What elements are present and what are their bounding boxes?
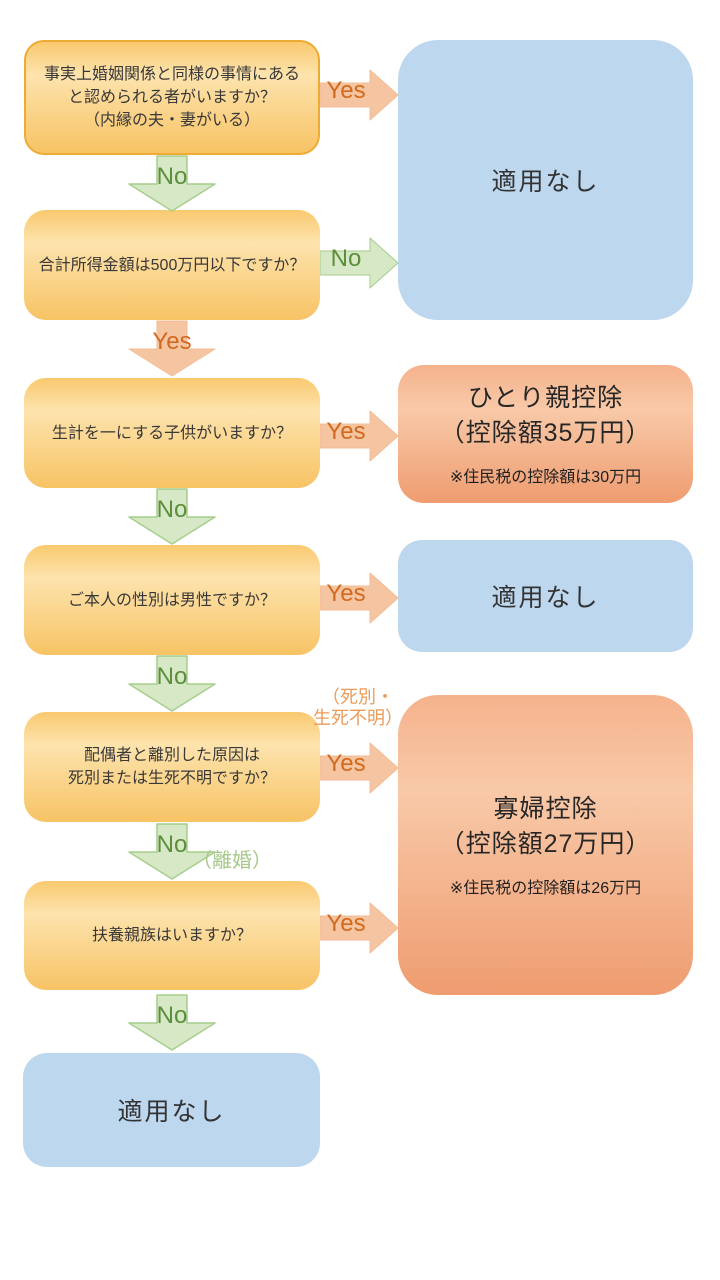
result-box-single-parent-deduction: ひとり親控除 （控除額35万円） ※住民税の控除額は30万円 [398,365,693,503]
question-box-gender: ご本人の性別は男性ですか？ [24,545,320,655]
arrow-down-no-3-icon [128,655,216,712]
annotation-divorce: （離婚） [192,850,272,872]
arrow-right-yes-3-icon [320,572,399,624]
question-box-child: 生計を一にする子供がいますか？ [24,378,320,488]
result-note: ※住民税の控除額は26万円 [449,880,642,897]
result-box-not-applicable-3: 適用なし [23,1053,320,1167]
result-text: 適用なし [117,1098,226,1126]
question-text: ご本人の性別は男性ですか？ [67,591,276,609]
arrow-down-no-1-icon [128,155,216,212]
edge-label-no: No [156,163,188,190]
edge-label-yes: Yes [326,580,366,607]
result-title: 寡婦控除 （控除額27万円） [439,795,652,858]
arrow-down-no-2-icon [128,488,216,545]
arrow-right-no-icon [320,237,399,289]
question-box-dependents: 扶養親族はいますか？ [24,881,320,990]
edge-label-yes: Yes [152,328,192,355]
result-title: ひとり親控除 （控除額35万円） [439,384,652,447]
edge-label-no: No [156,663,188,690]
result-box-widow-deduction: 寡婦控除 （控除額27万円） ※住民税の控除額は26万円 [398,695,693,995]
question-text: 生計を一にする子供がいますか？ [51,424,293,442]
question-box-marriage-status: 事実上婚姻関係と同様の事情にある と認められる者がいますか？ （内縁の夫・妻がい… [24,40,320,155]
edge-label-no: No [156,831,188,858]
result-text: 適用なし [491,584,600,612]
arrow-down-no-5-icon [128,994,216,1051]
question-text: 配偶者と離別した原因は 死別または生死不明ですか？ [67,747,276,787]
arrow-right-yes-1-icon [320,69,399,121]
edge-label-no: No [156,1002,188,1029]
result-box-not-applicable-1: 適用なし [398,40,693,320]
result-text: 適用なし [491,168,600,196]
result-box-not-applicable-2: 適用なし [398,540,693,652]
question-text: 合計所得金額は500万円以下ですか？ [38,256,306,274]
edge-label-yes: Yes [326,910,366,937]
question-text: 事実上婚姻関係と同様の事情にある と認められる者がいますか？ （内縁の夫・妻がい… [43,66,300,129]
arrow-right-yes-2-icon [320,410,399,462]
question-box-income: 合計所得金額は500万円以下ですか？ [24,210,320,320]
edge-label-yes: Yes [326,750,366,777]
edge-label-yes: Yes [326,77,366,104]
arrow-right-yes-4-icon [320,742,399,794]
result-note: ※住民税の控除額は30万円 [449,469,642,486]
arrow-down-no-4-icon [128,823,216,880]
annotation-bereavement: （死別・ 生死不明） [313,687,403,728]
arrow-right-yes-5-icon [320,902,399,954]
edge-label-no: No [156,496,188,523]
arrow-down-yes-icon [128,320,216,377]
question-text: 扶養親族はいますか？ [91,927,252,944]
edge-label-yes: Yes [326,418,366,445]
edge-label-no: No [330,245,362,272]
question-box-separation-cause: 配偶者と離別した原因は 死別または生死不明ですか？ [24,712,320,822]
